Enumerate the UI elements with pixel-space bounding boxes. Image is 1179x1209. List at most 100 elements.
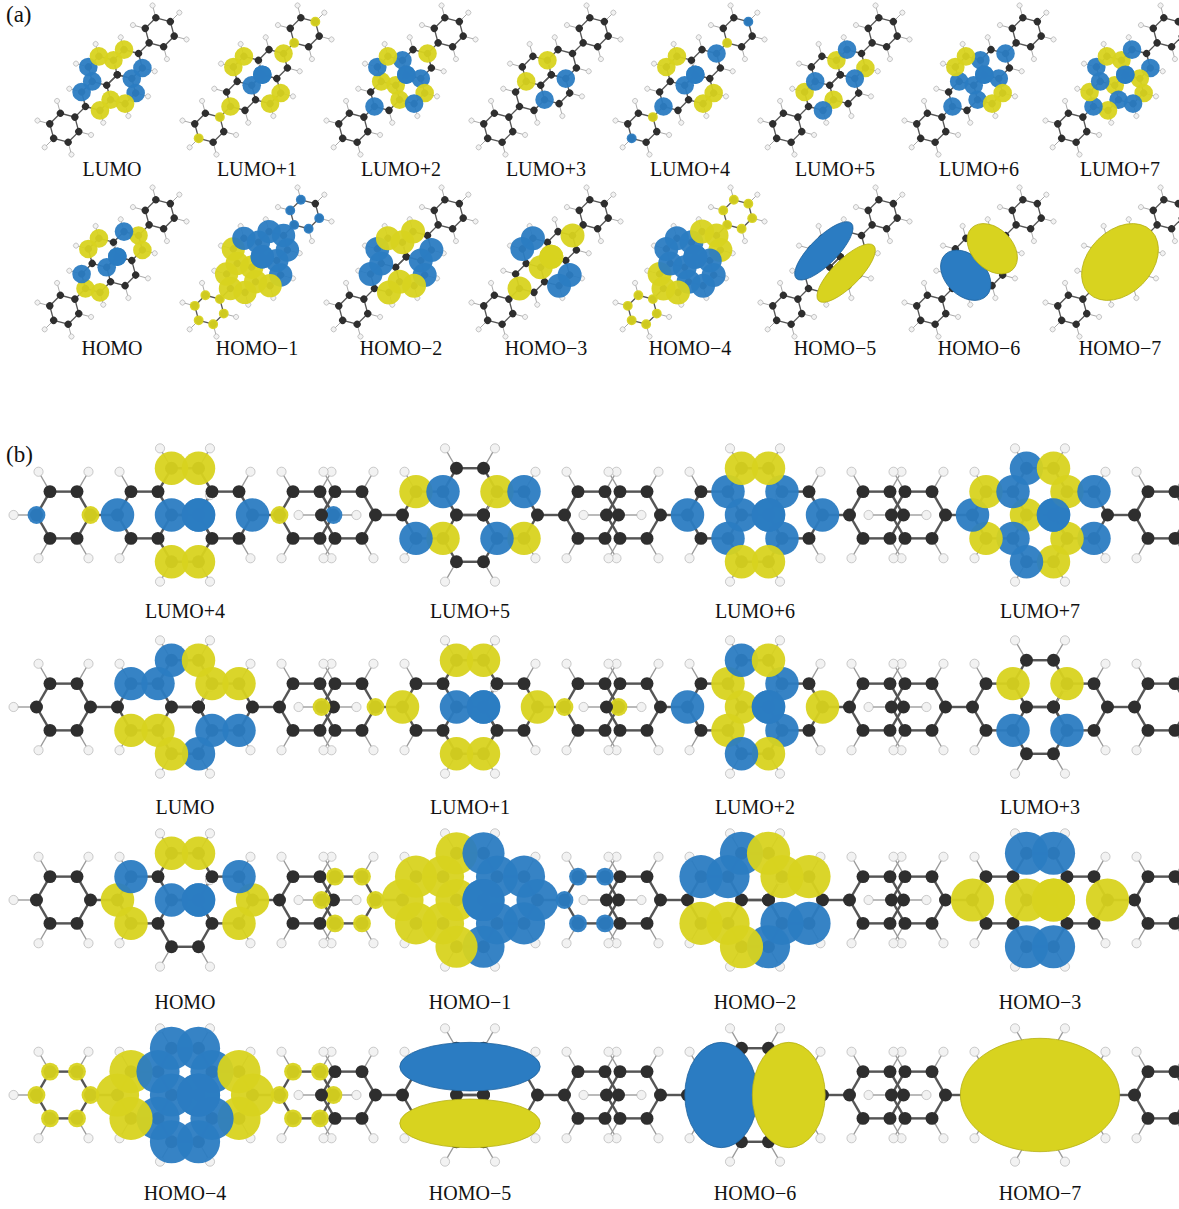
hydrogen-atom: [487, 97, 494, 104]
carbon-atom: [567, 48, 577, 58]
carbon-atom: [314, 31, 324, 41]
carbon-atom: [344, 108, 354, 118]
orbital-lobe: [213, 292, 227, 306]
hydrogen-atom: [776, 279, 783, 286]
carbon-atom: [140, 205, 150, 215]
orbital-lobe: [231, 43, 257, 69]
hydrogen-atom: [908, 326, 915, 333]
carbon-atom: [882, 42, 892, 52]
carbon-atom: [1167, 224, 1177, 234]
hydrogen-atom: [815, 222, 822, 229]
carbon-atom: [334, 301, 344, 311]
carbon-atom: [1173, 199, 1179, 209]
carbon-atom: [1036, 31, 1046, 41]
carbon-atom: [344, 290, 354, 300]
orbital-lobe: [664, 43, 690, 69]
carbon-atom: [1148, 23, 1158, 33]
carbon-atom: [240, 105, 250, 115]
carbon-atom: [152, 532, 165, 545]
molecule: [304, 0, 498, 177]
hydrogen-atom: [872, 2, 879, 9]
hydrogen-atom: [1042, 299, 1049, 306]
carbon-atom: [200, 108, 210, 118]
carbon-atom: [63, 319, 73, 329]
orbital-lobe: [188, 299, 202, 313]
carbon-atom: [429, 205, 439, 215]
carbon-atom: [264, 45, 274, 55]
molecule: [593, 0, 787, 177]
hydrogen-atom: [815, 40, 822, 47]
hydrogen-atom: [1125, 34, 1132, 41]
hydrogen-atom: [597, 55, 604, 62]
carbon-atom: [49, 133, 59, 143]
hydrogen-atom: [490, 577, 499, 586]
carbon-atom: [352, 319, 362, 329]
carbon-atom: [835, 70, 845, 80]
hydrogen-atom: [357, 151, 364, 158]
hydrogen-atom: [867, 275, 874, 282]
orbital-lobe: [302, 222, 316, 236]
hydrogen-atom: [1159, 68, 1166, 75]
orbital-lobe: [802, 68, 828, 94]
hydrogen-atom: [776, 97, 783, 104]
hydrogen-atom: [342, 279, 349, 286]
carbon-atom: [565, 88, 575, 98]
carbon-atom: [1004, 63, 1014, 73]
orbital-lobe: [1066, 208, 1173, 315]
hydrogen-atom: [34, 299, 41, 306]
hydrogen-atom: [41, 144, 48, 151]
carbon-atom: [296, 13, 306, 23]
hydrogen-atom: [400, 467, 409, 476]
hydrogen-atom: [296, 68, 303, 75]
carbon-atom: [112, 70, 122, 80]
hydrogen-atom: [583, 184, 590, 191]
hydrogen-atom: [551, 34, 558, 41]
orbital-lobe: [716, 203, 730, 217]
molecule: [15, 0, 209, 177]
hydrogen-atom: [920, 97, 927, 104]
hydrogen-atom: [1159, 250, 1166, 257]
orbital-lobe: [531, 87, 557, 113]
carbon-atom: [986, 45, 996, 55]
carbon-atom: [1007, 205, 1017, 215]
hydrogen-atom: [1018, 68, 1025, 75]
orbital-lobe: [198, 288, 212, 302]
carbon-atom: [440, 13, 450, 23]
carbon-atom: [574, 23, 584, 33]
carbon-atom: [206, 485, 219, 498]
hydrogen-atom: [526, 40, 533, 47]
carbon-atom: [366, 87, 376, 97]
orbital-lobe: [312, 211, 326, 225]
carbon-atom: [797, 309, 807, 319]
hydrogen-atom: [92, 40, 99, 47]
hydrogen-atom: [1050, 36, 1057, 43]
hydrogen-atom: [144, 275, 151, 282]
hydrogen-atom: [1152, 275, 1159, 282]
hydrogen-atom: [670, 40, 677, 47]
hydrogen-atom: [1133, 294, 1140, 301]
hydrogen-atom: [703, 112, 710, 119]
hydrogen-atom: [1171, 237, 1178, 244]
hydrogen-atom: [125, 112, 132, 119]
carbon-atom: [458, 213, 468, 223]
hydrogen-atom: [163, 55, 170, 62]
hydrogen-atom: [323, 299, 330, 306]
hydrogen-atom: [414, 112, 421, 119]
carbon-atom: [433, 38, 443, 48]
molecule: [15, 165, 209, 359]
hydrogen-atom: [163, 237, 170, 244]
hydrogen-atom: [1157, 184, 1164, 191]
molecule: [9, 444, 361, 586]
molecule: [1023, 165, 1179, 359]
hydrogen-atom: [578, 93, 585, 100]
carbon-atom: [1026, 42, 1036, 52]
hydrogen-atom: [757, 299, 764, 306]
carbon-atom: [778, 108, 788, 118]
hydrogen-atom: [665, 313, 672, 320]
carbon-atom: [1057, 133, 1067, 143]
carbon-atom: [133, 48, 143, 58]
hydrogen-atom: [277, 467, 286, 476]
hydrogen-atom: [534, 119, 541, 126]
orbital-lobe: [516, 221, 550, 255]
carbon-atom: [697, 45, 707, 55]
